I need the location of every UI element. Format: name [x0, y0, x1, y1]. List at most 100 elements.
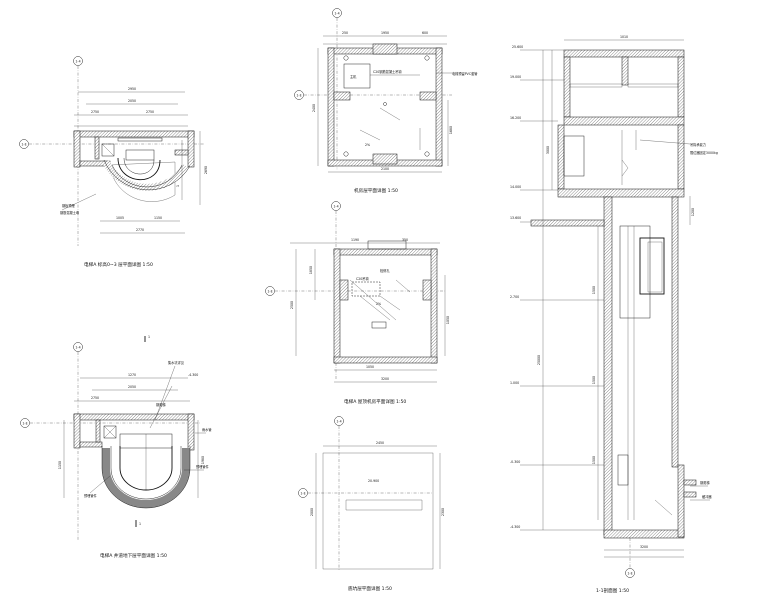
axis-label: 1-4: [334, 11, 339, 15]
plan-bottom-left: 1-4 1-E 1 1 1270 2050 2750 1980: [20, 335, 212, 559]
dim: 2690: [204, 166, 208, 174]
dim: 2750: [146, 110, 154, 114]
axis-label: 1-4: [75, 345, 80, 349]
plan-shaft-top: 1-4 1-E 1190 350 C20吊钩 检修孔 2% 2500 1850 …: [265, 201, 450, 405]
dim: 2750: [91, 110, 99, 114]
title-machine-room: 机房层平面详图 1:50: [354, 187, 398, 194]
title-shaft-top: 电梯A 屋顶机房平面详图 1:50: [344, 398, 406, 405]
axis-bubble-top-left: [73, 56, 83, 66]
dim: 1850: [309, 266, 313, 274]
axis-bubble: [298, 488, 308, 498]
note: 钢爬梯: [156, 402, 166, 407]
axis-bubble: [625, 568, 635, 578]
note: 限位器固定3000kg: [690, 150, 718, 155]
axis-label: 1-E: [300, 491, 305, 495]
level: 25.600: [512, 45, 523, 49]
dim: 1200: [691, 208, 695, 216]
plan-pit: 1-4 1-E 2450 20.900 2000 2300 底坑层平面详图 1:…: [298, 416, 445, 592]
plan-top-left: 1-4 1-E 2950 2050 2750 2750 2: [19, 56, 208, 268]
note: C20钢筋混凝土吊钩: [373, 69, 402, 74]
axis-bubble-left: [19, 139, 29, 149]
note: 电梯预留PVC套管: [452, 71, 477, 76]
dim: 1190: [351, 238, 359, 242]
dim: 1050: [446, 316, 450, 324]
axis-bubble: [73, 342, 83, 352]
plan-machine-room: 1-4 1-E 250 1950 600 主机 C20钢筋混凝土吊钩 2%: [294, 8, 477, 194]
dim: 1050: [366, 365, 374, 369]
dim: 2770: [136, 228, 144, 232]
dim: 2450: [376, 441, 384, 445]
dim: 2100: [381, 167, 389, 171]
dim: 1010: [620, 35, 628, 39]
level: 1.000: [510, 381, 519, 385]
note: 预埋管件: [84, 493, 98, 498]
note: 预埋管件: [196, 464, 210, 469]
dim: 2400: [312, 104, 316, 112]
title-pit: 底坑层平面详图 1:50: [348, 585, 392, 592]
section-mark: 1: [148, 335, 150, 339]
title-bottom-left-plan: 电梯A 井道地下层平面详图 1:50: [100, 552, 167, 559]
dim: 2500: [290, 301, 294, 309]
axis-bubble: [20, 418, 30, 428]
dim: 2050: [128, 99, 136, 103]
dim: 3200: [640, 545, 648, 549]
dim: 1500: [592, 376, 596, 384]
dim: 2750: [91, 396, 99, 400]
dim: 1680: [449, 126, 453, 134]
dim: 1: [176, 185, 180, 187]
dim: 1980: [201, 456, 205, 464]
note: 钢板预埋: [62, 203, 76, 208]
axis-label: 1-E: [267, 289, 272, 293]
note: 吊钩承载力: [690, 142, 706, 147]
note: C20吊钩: [356, 276, 369, 281]
note: 钢爬梯: [700, 480, 710, 485]
dim: 1005: [116, 216, 124, 220]
dim: 2950: [128, 87, 136, 91]
dim: 3200: [381, 377, 389, 381]
note: 雨水管: [202, 427, 212, 432]
level: 13.600: [510, 216, 521, 220]
note: 集水坑详见: [168, 360, 185, 365]
dim: 3000: [546, 146, 550, 154]
axis-label: 1-E: [22, 421, 27, 425]
dim: 1270: [128, 373, 136, 377]
dim: 2050: [128, 385, 136, 389]
level: -0.300: [510, 460, 520, 464]
level: -4.300: [510, 525, 520, 529]
level: 19.000: [510, 75, 521, 79]
note: 缓冲器: [702, 494, 712, 499]
level: 2.700: [510, 295, 519, 299]
level: 14.000: [510, 185, 521, 189]
dim: 1500: [592, 286, 596, 294]
level: -4.300: [188, 373, 198, 377]
level: 16.200: [510, 116, 521, 120]
axis-bubble: [294, 90, 304, 100]
axis-bubble: [331, 201, 341, 211]
dim: 1150: [58, 461, 62, 469]
axis-label: 1-E: [627, 571, 632, 575]
axis-bubble: [332, 8, 342, 18]
axis-label: 1-E: [296, 93, 301, 97]
note: 主机: [350, 74, 357, 79]
axis-bubble: [334, 416, 344, 426]
dim: 600: [422, 31, 428, 35]
title-section: 1-1剖面图 1:50: [596, 587, 629, 594]
axis-label: 1-4: [75, 59, 80, 63]
section-1-1: 1010 25.600 19.00: [510, 35, 718, 594]
axis-label: 1-4: [336, 419, 341, 423]
axis-bubble: [265, 286, 275, 296]
dim: 2000: [310, 508, 314, 516]
level: 20.900: [368, 479, 379, 483]
section-mark: 1: [139, 522, 141, 526]
axis-label: 1-4: [333, 204, 338, 208]
dim: 2300: [441, 508, 445, 516]
axis-label: 1-E: [21, 142, 26, 146]
dim: 1950: [381, 31, 389, 35]
dim: 25000: [537, 355, 541, 365]
title-top-left-plan: 电梯A 标高0~3 层平面详图 1:50: [84, 261, 153, 268]
note: 检修孔: [380, 268, 390, 273]
dim: 1500: [592, 456, 596, 464]
note: 钢筋混凝土墙: [60, 210, 80, 215]
